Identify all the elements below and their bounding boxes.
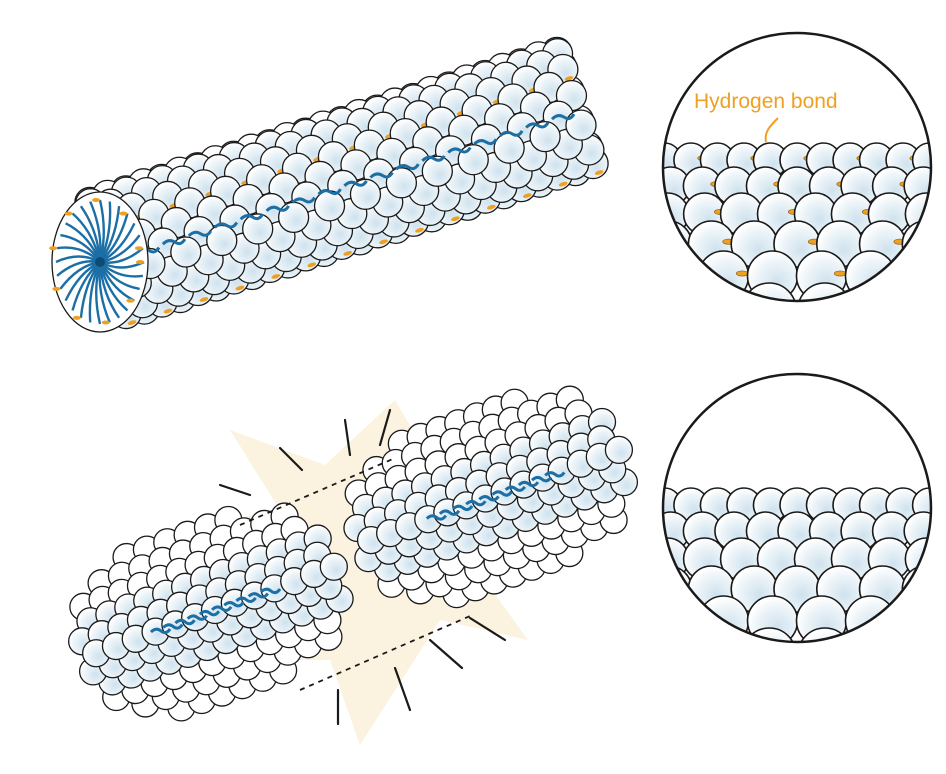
cylindrical-micelle-icon — [49, 36, 609, 333]
hydrogen-bond-zoom-icon — [661, 31, 933, 303]
hydrogen-bond-pointer — [764, 117, 779, 143]
no-hydrogen-bond-zoom-icon — [661, 372, 933, 644]
hydrogen-bond-label: Hydrogen bond — [694, 90, 838, 113]
fragment-left-icon — [68, 502, 354, 722]
break-dashed-lines — [239, 457, 471, 691]
fragment-right-icon — [343, 385, 639, 609]
